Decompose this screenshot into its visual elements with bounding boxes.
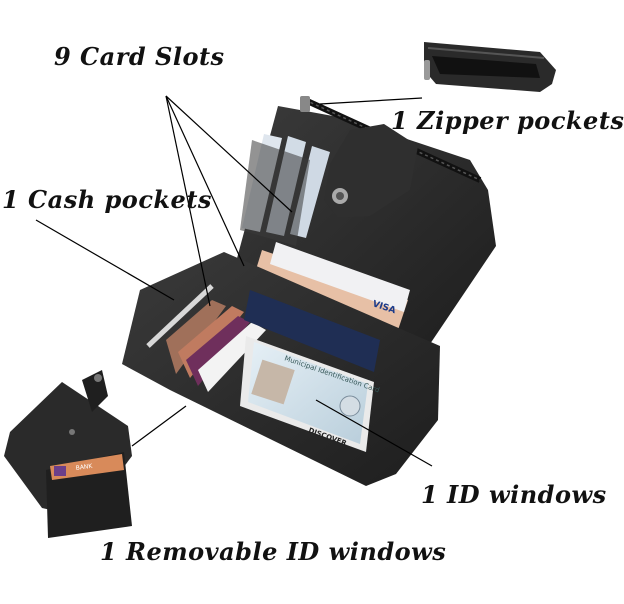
bank-card-text: BANK [75,463,94,472]
removable-id-windows-label: 1 Removable ID windows [100,537,447,566]
zipper-pocket-thumbnail [424,42,556,92]
wallet-illustration: VISA Municipal Identification Card DISCO… [4,42,556,538]
zipper-pockets-label: 1 Zipper pockets [391,106,624,135]
wallet-front: Municipal Identification Card DISCOVER [122,252,440,486]
removable-id-thumbnail: BANK [4,370,132,538]
leader-lines [35,95,433,467]
leader-cash [35,219,175,301]
leader-card-slots-3 [165,95,293,213]
card-slots-label: 9 Card Slots [54,42,225,71]
cash-pockets-label: 1 Cash pockets [2,185,212,214]
leader-id-window [315,399,433,467]
id-windows-label: 1 ID windows [421,480,607,509]
product-image: VISA Municipal Identification Card DISCO… [2,42,624,566]
leader-removable-id [131,405,187,447]
leader-zipper [319,97,423,105]
leader-card-slots-1 [165,95,211,307]
leader-card-slots-2 [165,95,245,267]
